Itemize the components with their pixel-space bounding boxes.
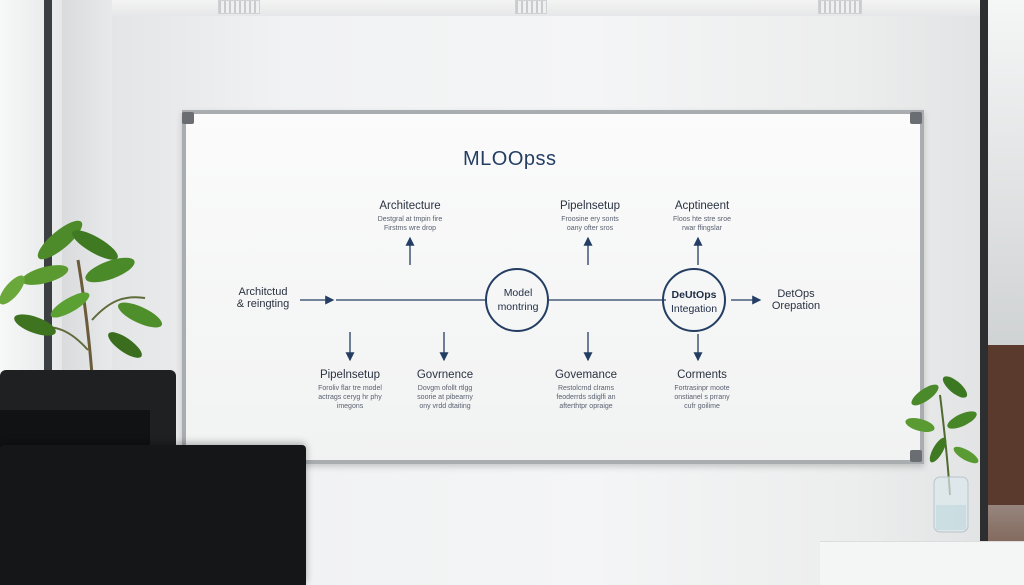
board-title: MLOOpss [463,148,557,170]
board-corner [910,450,922,462]
door-frame [980,0,988,585]
node-pipeline-bottom: Pipelnsetup Foroliv flar tre model actra… [298,369,402,411]
node-note: imegons [336,403,364,410]
node-label: Architctud [238,286,288,298]
circle-text: Integation [670,303,718,315]
whiteboard [182,110,924,464]
node-label: Pipelnsetup [559,200,621,212]
node-label: DetOps [777,288,815,300]
node-label: Architecture [379,200,441,212]
desk-surface [820,541,1024,585]
node-governance-1: Govrnence Dovgm ofollt rtlgg soorie at p… [393,369,497,411]
node-note: actrags ceryg hr phy [318,394,382,401]
node-label: Pipelnsetup [319,369,381,381]
node-note: Destgral at tmpin fire [377,216,443,223]
node-note: Dovgm ofollt rtlgg [417,385,473,392]
node-note: Floos hte stre sroe [673,216,731,223]
circle-text: Model [503,287,533,299]
ceiling-vent [818,0,862,14]
node-architecture-left: Architctud & reingting [228,286,298,310]
node-label: Govemance [554,369,617,381]
monitor-back [0,410,150,450]
node-note: rwar ffingslar [682,225,722,232]
node-note: Firstms wre drop [383,225,437,232]
node-note: oany ofter sros [566,225,614,232]
board-corner [182,112,194,124]
node-note: feoderrds sdiglfi an [556,394,616,401]
node-label: Orepation [771,300,821,312]
node-label: Acptineent [674,200,730,212]
node-deployment: Acptineent Floos hte stre sroe rwar ffin… [652,200,752,233]
node-pipeline-top: Pipelnsetup Froosine ery sonts oany ofte… [540,200,640,233]
node-note: Restolcrnd clrams [557,385,614,392]
node-note: Froosine ery sonts [561,216,619,223]
node-comments: Corments Fortrasinpr moote onstianel s p… [650,369,754,411]
model-monitoring-node [485,268,549,332]
circle-text: montring [497,301,539,313]
ceiling-vent [515,0,547,14]
right-plant [905,376,980,565]
devops-integration-label: DeUtOps Integation [660,288,728,316]
node-note: afterthtpr opraige [559,403,613,410]
adjacent-desk [986,345,1024,505]
node-label: Govrnence [416,369,474,381]
node-devops-operation: DetOps Orepation [762,288,830,312]
node-governance-2: Govemance Restolcrnd clrams feoderrds sd… [534,369,638,411]
node-note: cufr goilime [684,403,720,410]
ceiling-vent [218,0,260,14]
monitor-foreground [0,445,306,585]
node-note: onstianel s prrany [674,394,730,401]
window-frame [44,0,52,585]
node-architecture: Architecture Destgral at tmpin fire Firs… [360,200,460,233]
circle-text: DeUtOps [671,289,717,301]
devops-integration-node [662,268,726,332]
node-label: & reingting [236,298,290,310]
board-corner [910,112,922,124]
model-monitoring-label: Model montring [487,286,549,314]
node-note: Fortrasinpr moote [674,385,730,392]
node-note: soorie at pibearny [417,394,473,401]
node-note: ony vrdd dtaiting [419,403,471,410]
node-label: Corments [677,369,727,381]
node-note: Foroliv flar tre model [318,385,382,392]
